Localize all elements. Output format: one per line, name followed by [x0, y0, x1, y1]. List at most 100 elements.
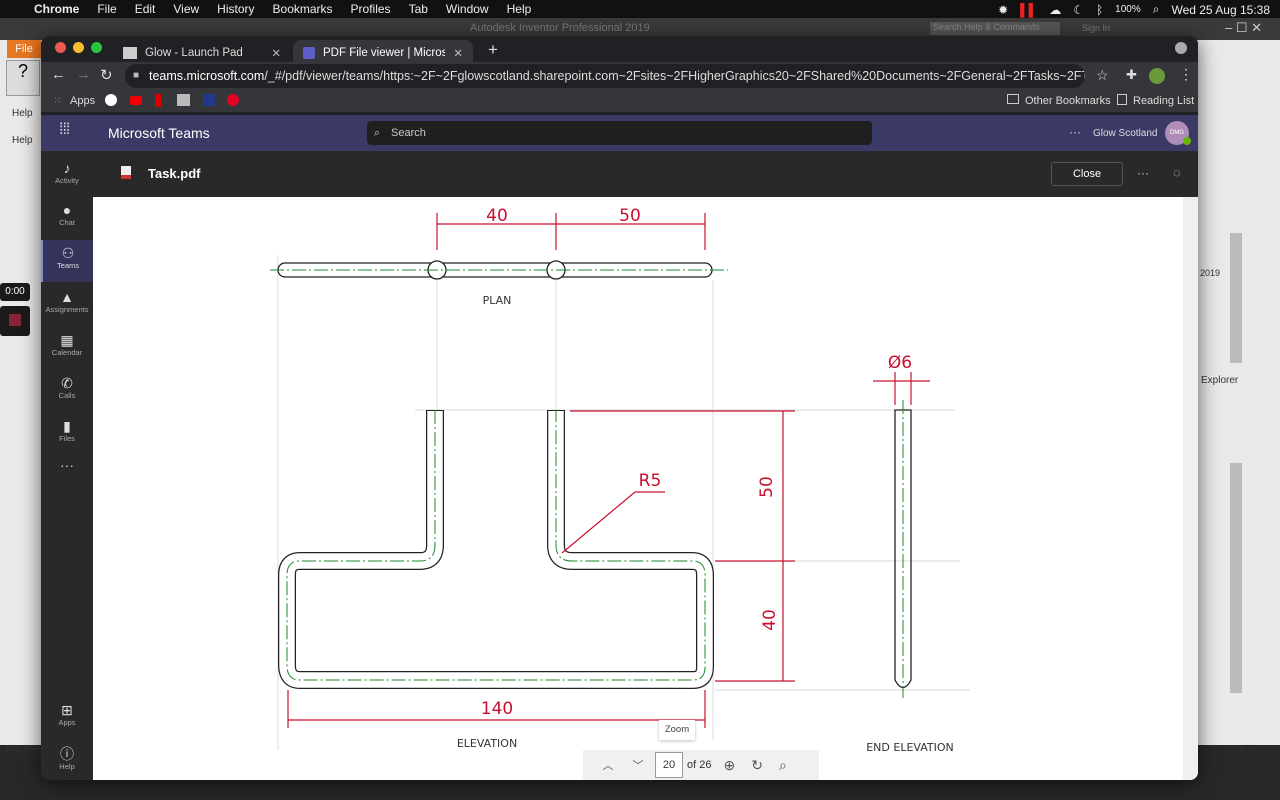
traffic-lights[interactable]: [55, 42, 102, 53]
dim-140: 140: [481, 699, 513, 719]
page-number-input[interactable]: 20: [655, 752, 683, 778]
cloud-upload-icon[interactable]: ☁: [1049, 2, 1062, 17]
stop-recording-button[interactable]: [0, 306, 30, 336]
forward-icon[interactable]: →: [76, 66, 91, 83]
teams-title: Microsoft Teams: [108, 125, 210, 141]
maximize-window-icon[interactable]: [91, 42, 102, 53]
inventor-title: Autodesk Inventor Professional 2019: [470, 22, 650, 34]
rail-label: Calls: [58, 391, 76, 400]
more-options-button[interactable]: ···: [1069, 125, 1081, 139]
apps-grid-icon: ⁙: [53, 95, 63, 107]
other-bookmarks[interactable]: Other Bookmarks: [1025, 95, 1111, 107]
rail-calendar[interactable]: ▦Calendar: [41, 327, 93, 369]
app-launcher-icon[interactable]: ⁞⁞⁞: [59, 121, 70, 138]
pause-icon[interactable]: ▌▌: [1020, 2, 1038, 17]
rail-teams[interactable]: ⚇Teams: [41, 240, 93, 282]
tab-glow-launch-pad[interactable]: Glow - Launch Pad✕: [113, 40, 291, 66]
url-host: teams.microsoft.com: [149, 69, 265, 83]
close-window-icon[interactable]: [55, 42, 66, 53]
scrollbar[interactable]: [1230, 463, 1242, 693]
brightness-icon[interactable]: ✹: [998, 2, 1009, 17]
org-name[interactable]: Glow Scotland: [1093, 128, 1158, 139]
inventor-file-tab[interactable]: File: [7, 40, 41, 58]
back-icon[interactable]: ←: [51, 66, 66, 83]
rail-calls[interactable]: ✆Calls: [41, 370, 93, 412]
prev-page-button[interactable]: ︿: [602, 760, 614, 772]
rail-activity[interactable]: ♪Activity: [41, 155, 93, 197]
reload-icon[interactable]: ↻: [100, 67, 113, 84]
page-count: of 26: [687, 759, 712, 771]
tab-pdf-viewer[interactable]: PDF File viewer | Microsoft Tea✕: [293, 40, 473, 66]
help-tab[interactable]: Help: [12, 135, 33, 146]
close-button[interactable]: Close: [1051, 162, 1123, 186]
bookmark-apps[interactable]: Apps: [70, 95, 96, 107]
netflix-bookmark-icon[interactable]: [155, 94, 161, 107]
extensions-icon[interactable]: ✚: [1126, 67, 1137, 82]
google-bookmark-icon[interactable]: [105, 94, 117, 106]
tab-search-icon[interactable]: [1175, 42, 1187, 54]
next-page-button[interactable]: ﹀: [632, 760, 644, 772]
menu-tab[interactable]: Tab: [408, 2, 428, 16]
help-icon[interactable]: ?: [6, 60, 40, 96]
teams-header: ⁞⁞⁞ Microsoft Teams ⌕Search ··· Glow Sco…: [41, 115, 1198, 151]
search-icon: ⌕: [374, 127, 381, 139]
bookmark-icon[interactable]: [177, 94, 190, 106]
menu-profiles[interactable]: Profiles: [350, 2, 391, 16]
search-icon[interactable]: ⌕: [778, 756, 787, 773]
close-tab-icon[interactable]: ✕: [453, 48, 463, 60]
window-controls[interactable]: – ☐ ✕: [1225, 20, 1263, 35]
menu-help[interactable]: Help: [506, 2, 532, 16]
menu-window[interactable]: Window: [445, 2, 489, 16]
menu-app[interactable]: Chrome: [34, 2, 80, 16]
file-icon: ▮: [63, 418, 71, 434]
close-tab-icon[interactable]: ✕: [271, 48, 281, 60]
zoom-tooltip: Zoom: [659, 720, 695, 740]
search-icon[interactable]: ⌕: [1152, 2, 1160, 16]
teams-icon: ⚇: [61, 245, 75, 261]
search-input[interactable]: ⌕Search: [367, 121, 872, 145]
battery-percent[interactable]: 100%: [1115, 4, 1141, 15]
reading-list[interactable]: Reading List: [1133, 95, 1195, 107]
zoom-in-icon[interactable]: ⊕: [723, 756, 736, 773]
clock[interactable]: Wed 25 Aug 15:38: [1171, 2, 1270, 17]
chrome-menu-icon[interactable]: ⋮: [1179, 66, 1193, 82]
scrollbar[interactable]: [1230, 233, 1242, 363]
teams-app-rail: ♪Activity ●Chat ⚇Teams ▲Assignments ▦Cal…: [41, 151, 93, 780]
url-input[interactable]: ■teams.microsoft.com/_#/pdf/viewer/teams…: [125, 64, 1085, 88]
menu-bookmarks[interactable]: Bookmarks: [272, 2, 333, 16]
bookmark-star-icon[interactable]: ☆: [1096, 67, 1109, 83]
pinterest-bookmark-icon[interactable]: [227, 94, 239, 106]
profile-avatar[interactable]: [1149, 68, 1165, 84]
file-more-button[interactable]: ···: [1137, 166, 1149, 180]
rail-files[interactable]: ▮Files: [41, 413, 93, 455]
moon-icon[interactable]: ☾: [1073, 2, 1084, 17]
scotland-bookmark-icon[interactable]: [203, 94, 215, 106]
sign-in[interactable]: Sign In: [1082, 23, 1111, 33]
rail-assignments[interactable]: ▲Assignments: [41, 284, 93, 326]
youtube-bookmark-icon[interactable]: [130, 96, 142, 105]
dim-50-vertical: 50: [757, 476, 777, 498]
new-tab-button[interactable]: +: [488, 40, 498, 59]
rail-apps[interactable]: ⊞Apps: [41, 697, 93, 739]
menu-view[interactable]: View: [173, 2, 200, 16]
bluetooth-icon[interactable]: ᛒ: [1095, 2, 1104, 17]
pdf-file-icon: [121, 166, 131, 179]
file-title: Task.pdf: [148, 166, 201, 181]
minimize-window-icon[interactable]: [73, 42, 84, 53]
rotate-icon[interactable]: ↻: [751, 756, 763, 773]
label-elevation: ELEVATION: [457, 737, 517, 750]
calendar-icon: ▦: [60, 332, 74, 348]
rail-chat[interactable]: ●Chat: [41, 197, 93, 239]
explorer-label: Explorer: [1201, 375, 1239, 386]
menu-edit[interactable]: Edit: [134, 2, 156, 16]
menu-history[interactable]: History: [217, 2, 255, 16]
viewer-scrollbar[interactable]: [1183, 197, 1198, 780]
status-coords: 0 0: [1240, 745, 1254, 756]
menu-file[interactable]: File: [97, 2, 117, 16]
conversation-icon[interactable]: ◌: [1173, 165, 1181, 180]
folder-icon: [1007, 94, 1019, 104]
assignments-icon: ▲: [60, 289, 74, 305]
help-search-input[interactable]: Search Help & Commands: [930, 22, 1060, 35]
rail-more[interactable]: ···: [41, 457, 93, 481]
